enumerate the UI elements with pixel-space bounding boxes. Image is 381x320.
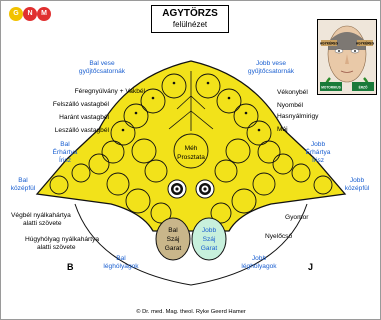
logo-letter-g: G [9, 7, 23, 21]
face-illustration: AGYKÉREG AGYKÉREG MOTORIKUS ÉRZŐ [318, 20, 376, 94]
inset-bottom-right-tag: ÉRZŐ [359, 85, 368, 90]
brainstem-shape [35, 60, 347, 232]
left-eye-target [167, 179, 187, 199]
label-vegbel-1: Végbél nyálkahártya [11, 212, 71, 219]
label-nyombel: Nyombél [277, 102, 304, 109]
side-letter-right: J [308, 262, 313, 272]
label-maj: Máj [277, 126, 288, 133]
label-jobb-kozepful-2: középfül [345, 185, 370, 192]
label-vegbel-2: alatti szövete [23, 220, 62, 227]
label-vekonybel: Vékonybél [277, 89, 308, 96]
inset-bottom-left-tag: MOTORIKUS [321, 86, 340, 90]
label-gyomor: Gyomor [285, 214, 309, 221]
label-jobb-szaj-1: Jobb [202, 227, 217, 234]
copyright-text: © Dr. med. Mag. theol. Ryke Geerd Hamer [136, 308, 246, 315]
label-jobb-erhartya-2: Érhártya [306, 147, 331, 156]
label-meh-2: Prosztata [177, 154, 205, 161]
label-jobb-leghologyagok-1: Jobb [252, 255, 267, 262]
label-jobb-vese-1: Jobb vese [256, 60, 286, 67]
right-eye-target [195, 179, 215, 199]
label-bal-erhartya-2: Érhártya [53, 147, 78, 156]
label-hugyholyag-1: Húgyhólyag nyálkahártya [25, 236, 99, 243]
jobb-szaj-circle [191, 217, 227, 261]
logo-letter-n: N [23, 7, 37, 21]
label-hugyholyag-2: alatti szövete [37, 244, 76, 251]
organ-relay-circles [49, 73, 333, 224]
label-bal-leghologyagok-1: Bal [116, 255, 126, 262]
gnm-logo: G N M [9, 7, 51, 21]
diagram-title: AGYTÖRZS [162, 8, 218, 19]
label-bal-kozepful-1: Bal [18, 177, 28, 184]
inset-right-tag: AGYKÉREG [356, 41, 375, 46]
label-bal-szaj-2: Száj [167, 236, 180, 243]
label-jobb-szaj-3: Garat [201, 245, 218, 252]
brainstem-vessels [168, 71, 214, 131]
label-bal-szaj-1: Bal [168, 227, 178, 234]
label-bal-erhartya-1: Bal [60, 141, 70, 148]
title-box: AGYTÖRZS felülnézet [151, 5, 229, 33]
diagram-subtitle: felülnézet [172, 20, 208, 29]
label-jobb-erhartya-1: Jobb [311, 141, 326, 148]
label-bal-szaj-3: Garat [165, 245, 182, 252]
logo-letter-m: M [37, 7, 51, 21]
label-feregnyulvany: Féregnyúlvány + Vakbél [75, 88, 146, 95]
label-bal-vese-2: gyűjtőcsatornák [79, 68, 126, 75]
label-bal-vese-1: Bal vese [89, 60, 115, 67]
organ-relay-dots [121, 81, 261, 132]
brain-face-inset: AGYKÉREG AGYKÉREG MOTORIKUS ÉRZŐ [317, 19, 377, 95]
label-meh-1: Méh [185, 145, 198, 152]
label-bal-kozepful-2: középfül [11, 185, 36, 192]
label-jobb-vese-2: gyűjtőcsatornák [248, 68, 295, 75]
label-jobb-leghologyagok-2: léghólyagok [241, 263, 277, 270]
bal-szaj-circle [155, 217, 191, 261]
label-felszallo: Felszálló vastagbél [53, 101, 110, 108]
label-bal-leghologyagok-2: léghólyagok [103, 263, 139, 270]
inset-left-tag: AGYKÉREG [320, 41, 339, 46]
label-jobb-kozepful-1: Jobb [350, 177, 365, 184]
label-nyelocso: Nyelőcső [265, 233, 292, 240]
label-jobb-erhartya-3: Írisz [312, 155, 324, 164]
label-bal-erhartya-3: Írisz [59, 155, 71, 164]
label-jobb-szaj-2: Száj [203, 236, 216, 243]
label-leszallo: Leszálló vastagbél [55, 127, 110, 134]
label-harant: Haránt vastagbél [59, 114, 109, 121]
side-letter-left: B [67, 262, 74, 272]
lower-arc [74, 203, 308, 286]
label-hasnyalmirigy: Hasnyálmirigy [277, 113, 319, 120]
